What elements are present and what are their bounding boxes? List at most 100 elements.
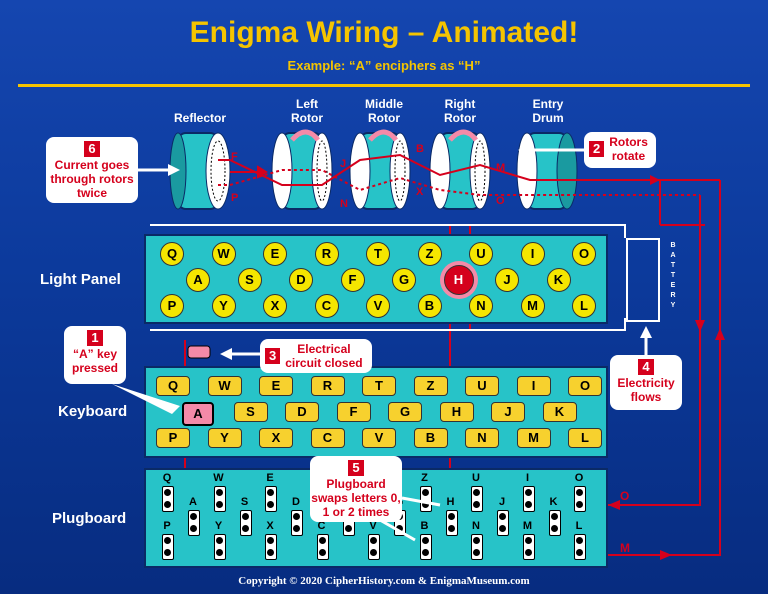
plug-socket-d[interactable] <box>291 510 303 536</box>
lamp-y: Y <box>211 294 236 318</box>
wire-letter: P <box>231 192 239 204</box>
circuit-frame <box>150 224 626 238</box>
plug-socket-m[interactable] <box>522 534 535 560</box>
arrow-right-icon <box>660 550 672 560</box>
plug-socket-y[interactable] <box>213 534 226 560</box>
key-i[interactable]: I <box>516 376 551 396</box>
plug-socket-h[interactable] <box>445 510 458 536</box>
lamp-u: U <box>469 242 493 266</box>
plug-socket-n[interactable] <box>471 534 483 560</box>
key-b[interactable]: B <box>413 428 448 448</box>
reflector <box>169 132 231 210</box>
key-l[interactable]: L <box>568 428 602 448</box>
lamp-b: B <box>417 294 442 318</box>
wire-letter: X <box>416 186 424 198</box>
page-title: Enigma Wiring – Animated! <box>189 16 579 49</box>
plug-letter-i: I <box>525 472 530 484</box>
key-v[interactable]: V <box>362 428 396 448</box>
battery-letter: Y <box>670 302 676 309</box>
plug-socket-i[interactable] <box>522 486 535 512</box>
plug-socket-o[interactable] <box>574 486 586 512</box>
lamp-s: S <box>237 268 262 292</box>
key-r[interactable]: R <box>310 376 345 396</box>
key-o[interactable]: O <box>568 376 602 396</box>
wire-letter: B <box>416 143 424 155</box>
plug-socket-a[interactable] <box>188 510 200 536</box>
circuit-frame <box>150 318 626 331</box>
battery-letter: T <box>670 272 676 279</box>
lamp-d: D <box>289 268 313 292</box>
plug-letter-a: A <box>189 496 197 508</box>
plug-socket-w[interactable] <box>213 486 226 512</box>
key-z[interactable]: Z <box>413 376 448 396</box>
plug-socket-e[interactable] <box>265 486 277 512</box>
key-f[interactable]: F <box>336 402 371 422</box>
plug-socket-s[interactable] <box>239 510 252 536</box>
wire-letter: J <box>340 158 347 170</box>
key-a[interactable]: A <box>182 402 214 426</box>
callout-6: 6 Current goes through rotors twice <box>46 137 138 203</box>
key-x[interactable]: X <box>259 428 293 448</box>
lamp-v: V <box>366 294 390 318</box>
key-j[interactable]: J <box>491 402 525 422</box>
right-rotor-label: Right Rotor <box>444 97 476 125</box>
key-u[interactable]: U <box>465 376 499 396</box>
key-d[interactable]: D <box>285 402 319 422</box>
lamp-c: C <box>314 294 339 318</box>
callout-text: Current goes through rotors twice <box>50 158 134 200</box>
key-p[interactable]: P <box>156 428 190 448</box>
lamp-o: O <box>572 242 596 266</box>
middle-rotor <box>349 132 411 210</box>
plug-socket-v[interactable] <box>368 534 380 560</box>
plug-socket-b[interactable] <box>419 534 432 560</box>
key-e[interactable]: E <box>259 376 293 396</box>
wire-letter: N <box>340 198 348 210</box>
callout-4: 4 Electricity flows <box>610 355 682 410</box>
battery-letter: T <box>670 262 676 269</box>
plug-socket-c[interactable] <box>316 534 329 560</box>
key-g[interactable]: G <box>388 402 422 422</box>
plug-socket-u[interactable] <box>471 486 483 512</box>
plug-socket-j[interactable] <box>497 510 509 536</box>
callout-text: “A” key pressed <box>71 347 119 375</box>
wire-letter: M <box>620 541 630 555</box>
plug-socket-p[interactable] <box>162 534 174 560</box>
plug-socket-x[interactable] <box>265 534 277 560</box>
battery-letter: R <box>670 292 676 299</box>
plug-socket-q[interactable] <box>162 486 174 512</box>
lamp-m: M <box>520 294 545 318</box>
plug-socket-l[interactable] <box>574 534 586 560</box>
key-n[interactable]: N <box>465 428 499 448</box>
right-rotor <box>429 132 491 210</box>
lamp-j: J <box>495 268 519 292</box>
callout-number: 6 <box>83 140 101 158</box>
lamp-w: W <box>211 242 236 266</box>
plug-letter-e: E <box>266 472 274 484</box>
key-y[interactable]: Y <box>207 428 242 448</box>
rotate-arrow-icon <box>290 129 320 142</box>
title-divider <box>18 84 750 87</box>
key-c[interactable]: C <box>310 428 345 448</box>
plug-letter-l: L <box>575 520 583 532</box>
plug-socket-z[interactable] <box>419 486 432 512</box>
callout-number: 1 <box>86 329 104 347</box>
plug-socket-k[interactable] <box>548 510 561 536</box>
key-s[interactable]: S <box>233 402 268 422</box>
plug-letter-b: B <box>420 520 429 532</box>
key-m[interactable]: M <box>516 428 551 448</box>
callout-3: 3 Electrical circuit closed <box>260 339 372 373</box>
plug-letter-z: Z <box>421 472 428 484</box>
key-t[interactable]: T <box>362 376 396 396</box>
lamp-l: L <box>572 294 596 318</box>
wire-letter: O <box>620 489 630 503</box>
plug-letter-x: X <box>266 520 274 532</box>
key-h[interactable]: H <box>439 402 474 422</box>
callout-number: 5 <box>347 459 365 477</box>
plug-letter-h: H <box>446 496 455 508</box>
lamp-n: N <box>469 294 493 318</box>
key-w[interactable]: W <box>207 376 242 396</box>
key-q[interactable]: Q <box>156 376 190 396</box>
key-k[interactable]: K <box>542 402 577 422</box>
